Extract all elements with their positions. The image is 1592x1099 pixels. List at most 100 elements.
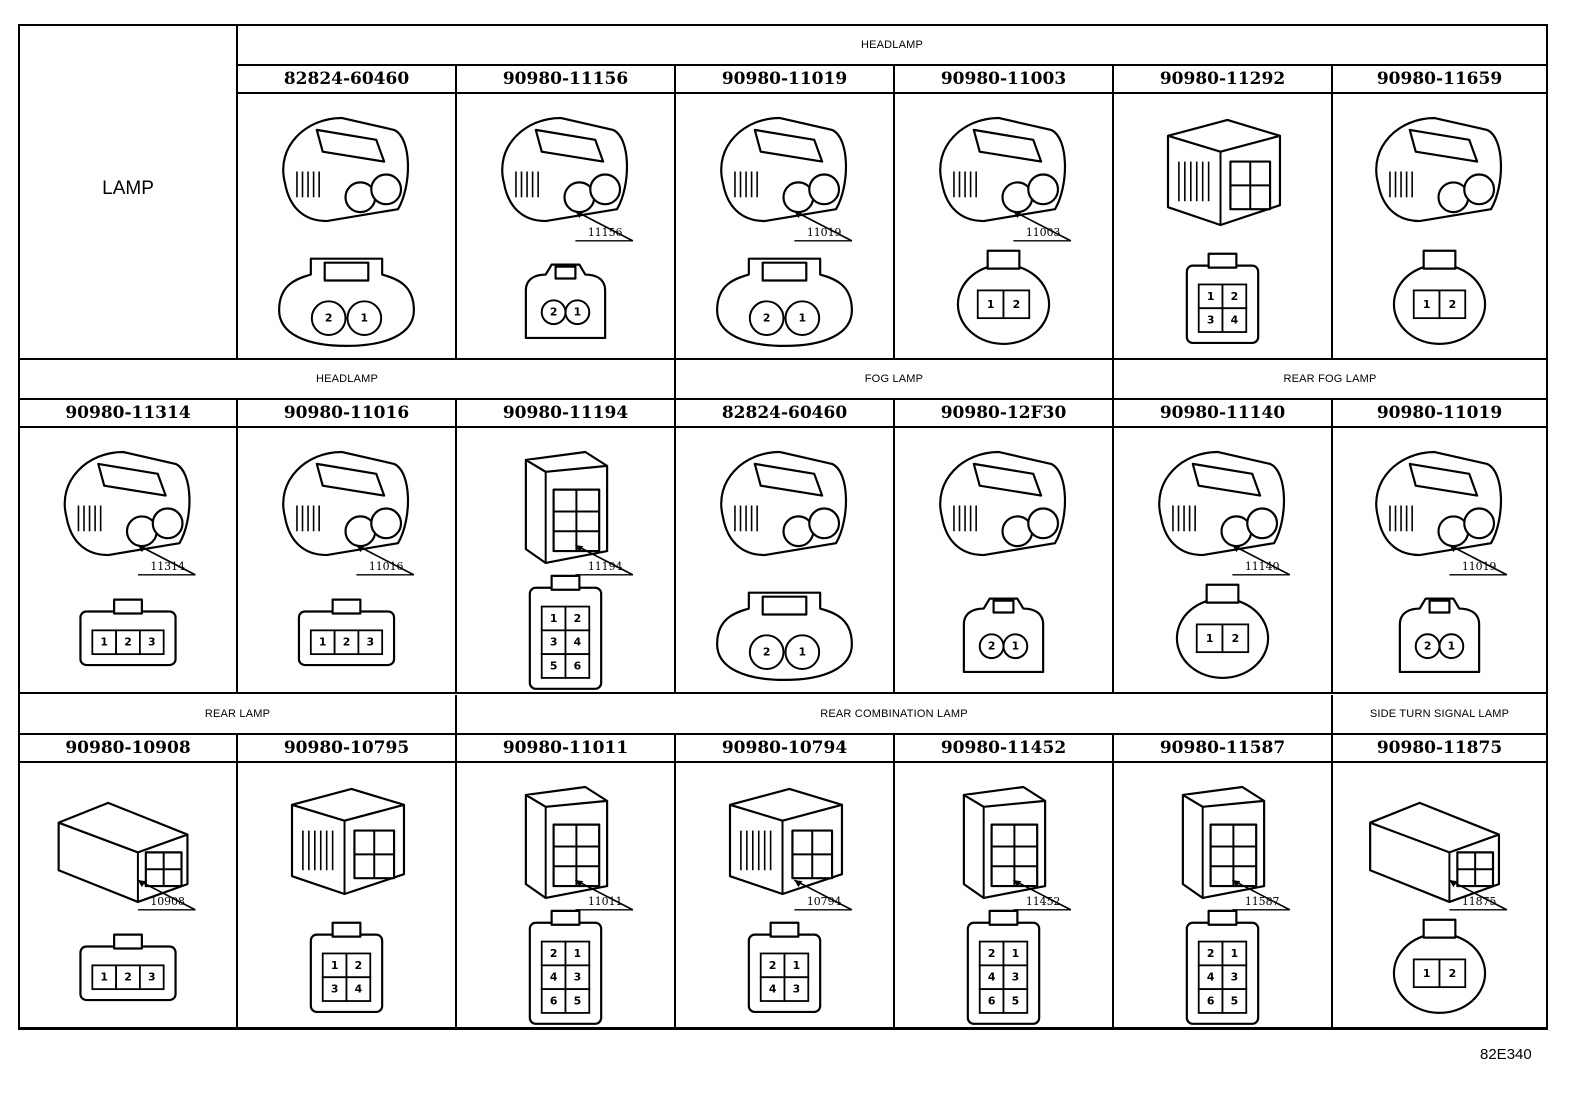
pin-number: 3 bbox=[550, 636, 558, 649]
connector-body bbox=[939, 116, 1067, 223]
pin-number: 1 bbox=[1448, 640, 1456, 653]
connector-body bbox=[63, 450, 191, 557]
pin-number: 1 bbox=[331, 959, 339, 972]
callout-label: 11875 bbox=[1462, 895, 1497, 908]
pin-number: 5 bbox=[1231, 995, 1239, 1008]
callout-label: 11140 bbox=[1245, 560, 1280, 573]
pin-number: 2 bbox=[124, 636, 132, 649]
connector-body bbox=[282, 450, 410, 557]
pin-number: 1 bbox=[550, 612, 558, 625]
pin-number: 1 bbox=[1207, 290, 1215, 303]
callout-leader: 11452 bbox=[1013, 879, 1072, 911]
pin-number: 1 bbox=[799, 312, 807, 325]
callout-label: 11452 bbox=[1026, 895, 1061, 908]
callout-label: 11003 bbox=[1026, 226, 1061, 239]
callout-leader: 11003 bbox=[1013, 210, 1072, 242]
part-number: 90980-11194 bbox=[457, 400, 676, 428]
pin-number: 5 bbox=[574, 995, 582, 1008]
part-number: 90980-10908 bbox=[20, 735, 238, 763]
pin-number: 2 bbox=[1449, 967, 1457, 980]
pin-number: 6 bbox=[988, 995, 996, 1008]
callout-leader: 11011 bbox=[575, 879, 634, 911]
pin-number: 4 bbox=[574, 636, 582, 649]
part-number: 90980-10794 bbox=[676, 735, 895, 763]
group-header: FOG LAMP bbox=[676, 360, 1114, 400]
lamp-column-header: LAMP bbox=[20, 26, 238, 360]
part-number: 90980-11003 bbox=[895, 66, 1114, 94]
pin-number: 2 bbox=[1231, 290, 1239, 303]
pin-number: 2 bbox=[124, 971, 132, 984]
connector-body bbox=[290, 787, 406, 896]
connector-body bbox=[1158, 450, 1286, 557]
callout-label: 11016 bbox=[369, 560, 404, 573]
callout-label: 11156 bbox=[588, 226, 623, 239]
part-number: 90980-10795 bbox=[238, 735, 457, 763]
pin-number: 4 bbox=[1231, 314, 1239, 327]
group-header: HEADLAMP bbox=[20, 360, 676, 400]
pin-number: 2 bbox=[1449, 298, 1457, 311]
callout-leader: 11019 bbox=[1449, 544, 1508, 576]
connector-body bbox=[1369, 801, 1501, 904]
callout-leader: 11019 bbox=[794, 210, 853, 242]
pin-number: 1 bbox=[1206, 632, 1214, 645]
callout-label: 11019 bbox=[807, 226, 842, 239]
pin-number: 2 bbox=[763, 312, 771, 325]
part-number: 90980-11659 bbox=[1333, 66, 1548, 94]
connector-body bbox=[524, 450, 609, 565]
pin-number: 2 bbox=[1013, 298, 1021, 311]
connector-body bbox=[501, 116, 629, 223]
diagram-code: 82E340 bbox=[1480, 1046, 1532, 1063]
group-header: REAR LAMP bbox=[20, 695, 457, 735]
pin-number: 1 bbox=[987, 298, 995, 311]
connector-body bbox=[1375, 450, 1503, 557]
pin-number: 2 bbox=[1424, 640, 1432, 653]
callout-leader: 11314 bbox=[137, 544, 196, 576]
connector-body bbox=[1166, 118, 1282, 227]
pin-number: 5 bbox=[550, 660, 558, 673]
pin-number: 2 bbox=[550, 306, 558, 319]
part-number: 90980-11016 bbox=[238, 400, 457, 428]
group-header: REAR FOG LAMP bbox=[1114, 360, 1548, 400]
callout-label: 10794 bbox=[807, 895, 842, 908]
part-number: 90980-11587 bbox=[1114, 735, 1333, 763]
callout-leader: 10908 bbox=[137, 879, 196, 911]
connector-body bbox=[728, 787, 844, 896]
callout-leader: 11194 bbox=[575, 544, 634, 576]
callout-label: 10908 bbox=[150, 895, 185, 908]
pin-number: 1 bbox=[100, 636, 108, 649]
connector-body bbox=[1181, 785, 1266, 900]
group-header: REAR COMBINATION LAMP bbox=[457, 695, 1333, 735]
pin-number: 1 bbox=[574, 306, 582, 319]
